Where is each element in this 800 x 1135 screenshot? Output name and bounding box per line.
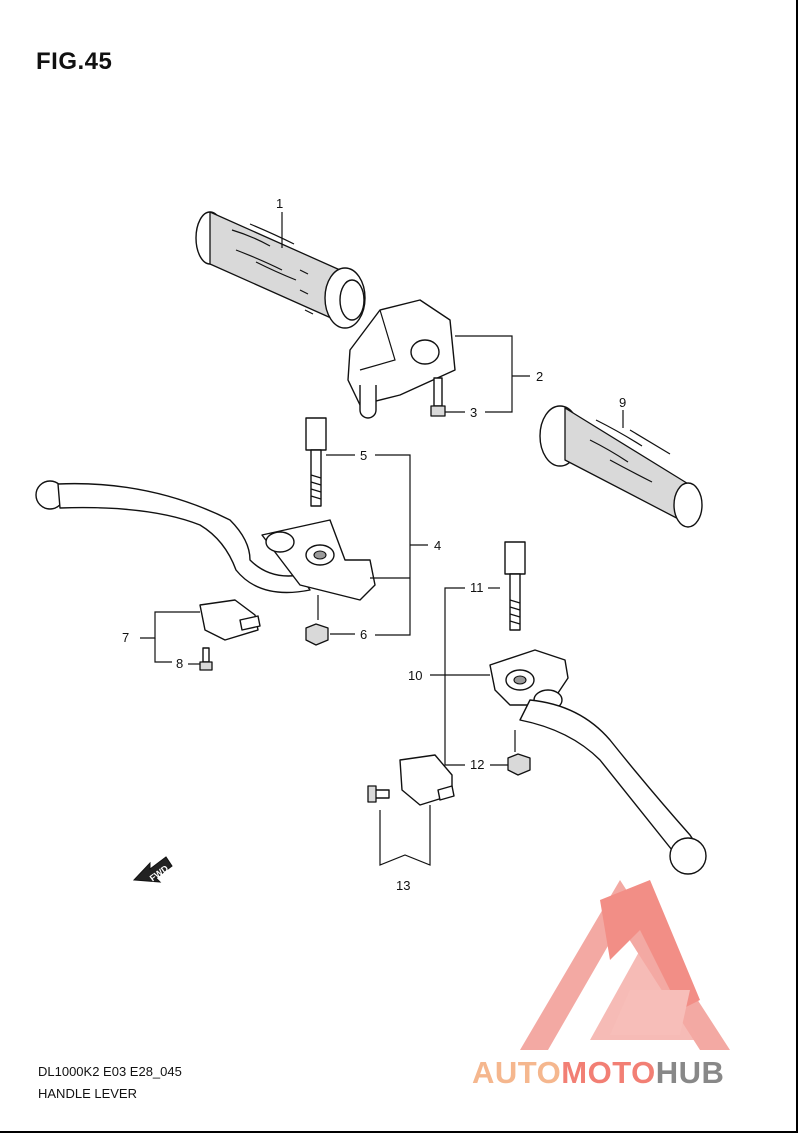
part-6-nut [305, 623, 329, 646]
part-2-throttle-housing [347, 299, 456, 419]
callout-10: 10 [408, 668, 422, 683]
automotohub-logo-icon [520, 880, 730, 1050]
part-9-left-grip [539, 405, 703, 528]
part-10-clutch-lever [489, 649, 707, 875]
callout-3: 3 [470, 405, 477, 420]
brand-auto: AUTO [472, 1055, 561, 1090]
brand-moto: MOTO [561, 1055, 655, 1090]
brand-wordmark: AUTOMOTOHUB [472, 1055, 724, 1090]
fwd-arrow-icon: FWD [132, 856, 173, 883]
brand-hub: HUB [656, 1055, 725, 1090]
callout-13: 13 [396, 878, 410, 893]
callout-9: 9 [619, 395, 626, 410]
part-11-pivot-bolt [504, 541, 526, 631]
figure-title: FIG.45 [36, 48, 113, 75]
part-1-throttle-grip [195, 211, 366, 329]
diagram-code: DL1000K2 E03 E28_045 [38, 1064, 182, 1079]
part-8-screw [199, 647, 213, 671]
diagram-title: HANDLE LEVER [38, 1086, 137, 1101]
part-3-screw [430, 377, 446, 417]
svg-text:AUTOMOTOHUB: AUTOMOTOHUB [472, 1055, 724, 1090]
part-12-nut [507, 753, 531, 776]
part-5-pivot-bolt [305, 417, 327, 507]
callout-1: 1 [276, 196, 283, 211]
callout-2: 2 [536, 369, 543, 384]
callout-5: 5 [360, 448, 367, 463]
part-4-brake-lever [35, 480, 376, 601]
callout-4: 4 [434, 538, 441, 553]
callout-11: 11 [470, 580, 484, 595]
callout-12: 12 [470, 757, 484, 772]
part-13-clutch-switch [367, 754, 455, 806]
callout-6: 6 [360, 627, 367, 642]
callout-7: 7 [122, 630, 129, 645]
leader-lines [140, 212, 624, 866]
part-7-front-brake-switch [199, 599, 261, 641]
callout-8: 8 [176, 656, 183, 671]
